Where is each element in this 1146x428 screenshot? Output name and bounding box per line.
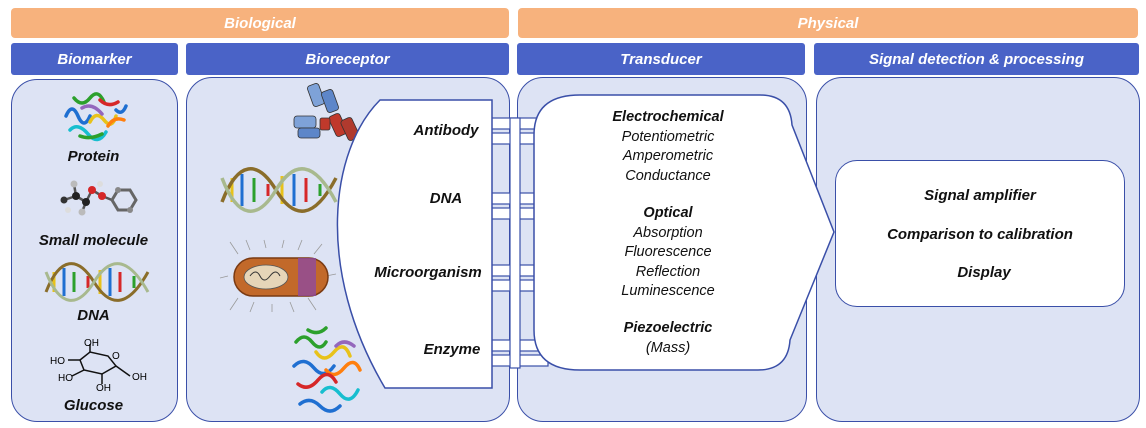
optical-title: Optical bbox=[643, 205, 693, 221]
bioreceptor-dna-label: DNA bbox=[429, 190, 463, 207]
display-label: Display bbox=[957, 264, 1011, 281]
small-molecule-icon bbox=[60, 180, 138, 216]
signal-header-label: Signal detection & processing bbox=[868, 50, 1085, 68]
glucose-oh-top: OH bbox=[84, 338, 99, 349]
piezoelectric-title: Piezoelectric bbox=[623, 320, 713, 336]
biological-label: Biological bbox=[224, 14, 296, 32]
comparison-calibration-label: Comparison to calibration bbox=[887, 226, 1073, 243]
piezoelectric-item: (Mass) bbox=[645, 339, 691, 356]
biomarker-header: Biomarker bbox=[11, 43, 178, 75]
electrochemical-item: Amperometric bbox=[622, 148, 714, 164]
microorganism-icon bbox=[219, 239, 337, 313]
signal-header: Signal detection & processing bbox=[814, 43, 1139, 75]
bioreceptor-microorganism-label: Microorganism bbox=[374, 264, 482, 281]
dna-helix-receptor-icon bbox=[220, 167, 338, 213]
optical-item: Fluorescence bbox=[624, 244, 712, 260]
glucose-structure-icon: OH O HO HO OH OH bbox=[50, 338, 147, 394]
transducer-header: Transducer bbox=[517, 43, 805, 75]
electrochemical-title: Electrochemical bbox=[612, 109, 724, 125]
physical-label: Physical bbox=[797, 14, 859, 32]
glucose-oh-bottom: OH bbox=[96, 383, 111, 394]
bioreceptor-binding-shape bbox=[336, 99, 493, 389]
electrochemical-item: Potentiometric bbox=[621, 128, 715, 145]
optical-item: Luminescence bbox=[621, 283, 715, 299]
bioreceptor-header-label: Bioreceptor bbox=[305, 50, 390, 68]
enzyme-structure-icon bbox=[292, 326, 362, 413]
glucose-oh-right: OH bbox=[132, 372, 147, 383]
signal-amplifier-label: Signal amplifier bbox=[924, 187, 1036, 204]
electrochemical-item: Conductance bbox=[625, 167, 711, 184]
physical-group-bar: Physical bbox=[518, 8, 1138, 38]
biomarker-dna-label: DNA bbox=[77, 307, 110, 324]
transducer-arrow-box bbox=[533, 94, 835, 371]
bioreceptor-header: Bioreceptor bbox=[186, 43, 509, 75]
dna-helix-icon bbox=[44, 262, 150, 302]
protein-structure-icon bbox=[64, 92, 128, 142]
bioreceptor-antibody-label: Antibody bbox=[413, 122, 479, 139]
glucose-ring-o: O bbox=[112, 351, 120, 362]
transducer-electrochemical: Electrochemical Potentiometric Amperomet… bbox=[548, 108, 788, 186]
biological-group-bar: Biological bbox=[11, 8, 509, 38]
antibody-icon bbox=[293, 83, 360, 141]
biomarker-protein-label: Protein bbox=[67, 148, 120, 165]
transducer-optical: Optical Absorption Fluorescence Reflecti… bbox=[548, 204, 788, 302]
biomarker-header-label: Biomarker bbox=[57, 50, 132, 68]
biomarker-glucose-label: Glucose bbox=[63, 397, 124, 414]
glucose-ho-left1: HO bbox=[50, 356, 65, 367]
glucose-ho-left2: HO bbox=[58, 373, 73, 384]
optical-item: Reflection bbox=[635, 263, 701, 280]
bioreceptor-enzyme-label: Enzyme bbox=[423, 341, 481, 358]
optical-item: Absorption bbox=[633, 224, 703, 241]
signal-processing-box bbox=[835, 160, 1125, 307]
transducer-header-label: Transducer bbox=[620, 50, 702, 68]
biomarker-small-molecule-label: Small molecule bbox=[38, 232, 149, 249]
transducer-piezoelectric: Piezoelectric (Mass) bbox=[548, 319, 788, 358]
